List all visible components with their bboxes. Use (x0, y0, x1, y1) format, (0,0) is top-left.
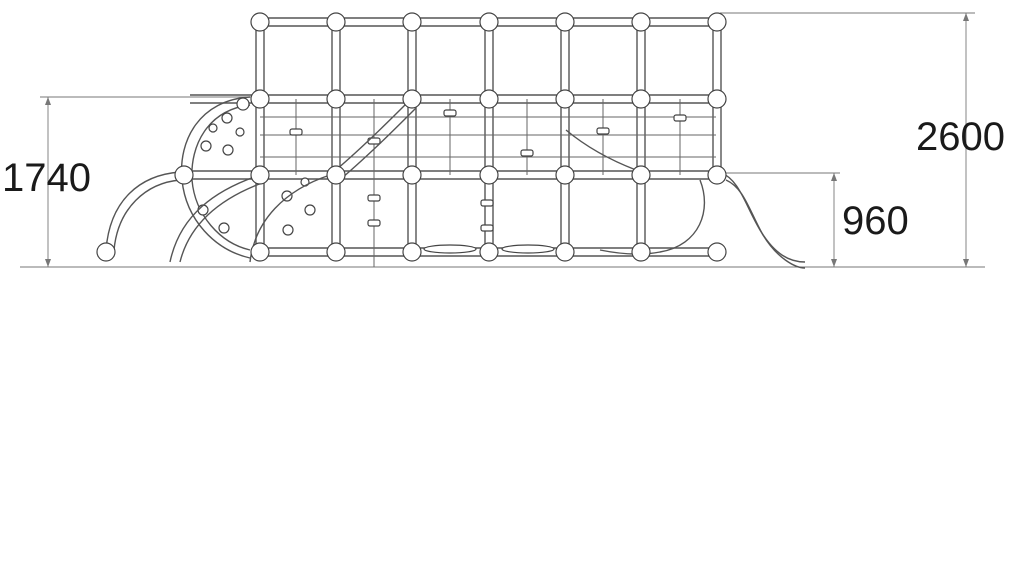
dimension-2600: 2600 (720, 12, 1005, 267)
dimension-label-2600: 2600 (916, 115, 1005, 159)
dimension-960: 960 (720, 172, 909, 267)
dimension-1740: 1740 (2, 96, 255, 267)
climbing-dome-panel (180, 96, 316, 259)
frame-joints (96, 12, 727, 262)
dimension-label-1740: 1740 (2, 156, 91, 200)
dimension-label-960: 960 (842, 199, 909, 243)
climbing-frame (190, 17, 722, 267)
